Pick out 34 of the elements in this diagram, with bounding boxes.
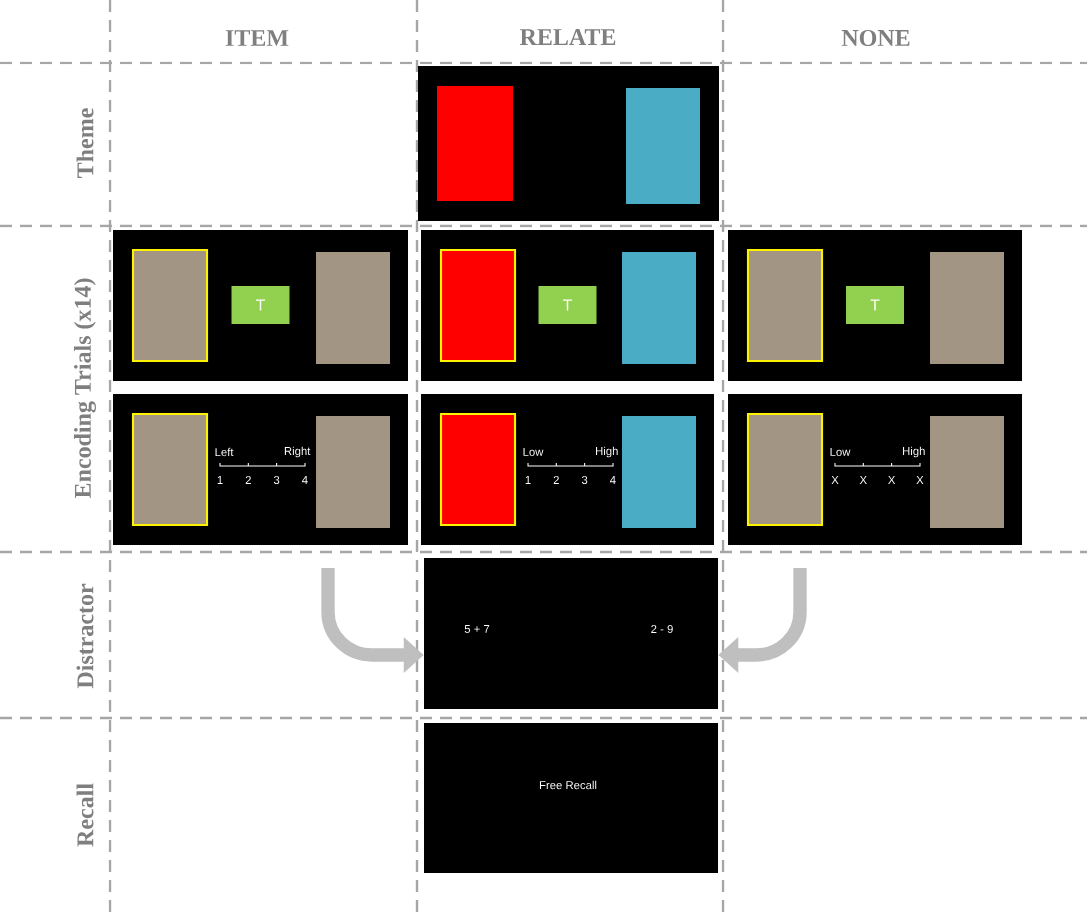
scale-label: 3 <box>273 476 280 484</box>
screen-drawing <box>113 230 408 381</box>
scale-label: 4 <box>302 476 308 484</box>
screen-text: Free Recall <box>539 780 597 790</box>
scale-label: 1 <box>217 476 223 484</box>
letter-box: T <box>538 286 597 324</box>
row-header: Theme <box>76 108 94 178</box>
scale-label: 1 <box>525 476 531 484</box>
row-header: Encoding Trials (x14) <box>74 278 96 499</box>
row-header: Recall <box>76 783 94 847</box>
column-header: NONE <box>841 29 910 47</box>
screen-text: 5 + 7 <box>464 625 490 633</box>
scale-label: X <box>888 476 896 484</box>
scale-label: High <box>596 446 618 458</box>
letter-box: T <box>846 286 904 324</box>
row-header: Distractor <box>76 583 94 689</box>
scale-label: High <box>903 446 925 458</box>
screen-text: 2 - 9 <box>651 625 673 633</box>
scale-label: Low <box>523 448 544 456</box>
scale-label: Right <box>284 446 311 458</box>
scale-label: X <box>916 476 924 484</box>
screen-drawing <box>418 66 719 221</box>
letter-box: T <box>231 286 290 324</box>
screen-drawing <box>728 230 1022 381</box>
scale-label: X <box>831 476 839 484</box>
scale-label: Left <box>215 447 234 457</box>
scale-label: 4 <box>610 476 616 484</box>
screen-drawing <box>421 230 714 381</box>
column-header: ITEM <box>225 30 289 46</box>
scale-label: 2 <box>245 476 251 484</box>
scale-label: 3 <box>581 476 588 484</box>
scale-label: X <box>859 476 867 484</box>
scale-label: Low <box>830 448 851 456</box>
scale-label: 2 <box>553 476 559 484</box>
